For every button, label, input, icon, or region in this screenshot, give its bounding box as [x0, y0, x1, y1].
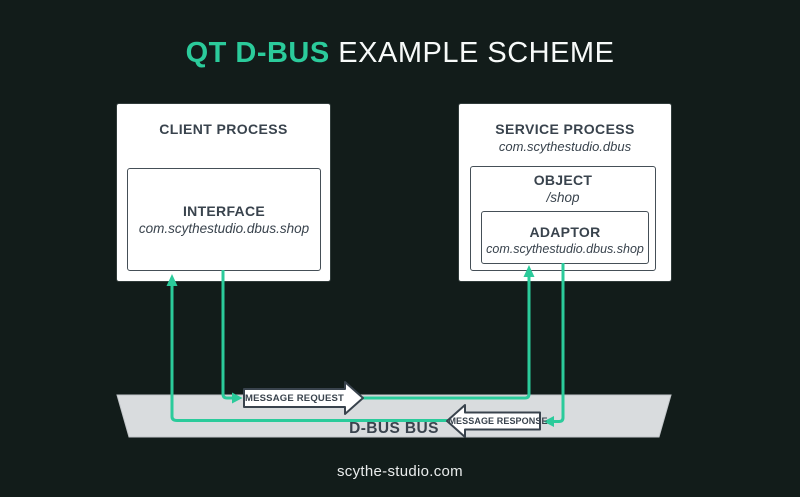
- request-arrowhead-into-adaptor: [523, 265, 535, 277]
- message-response-arrow: [446, 404, 541, 438]
- client-process-box: CLIENT PROCESS INTERFACE com.scythestudi…: [117, 104, 330, 281]
- service-process-label: SERVICE PROCESS: [495, 121, 635, 137]
- message-request-label: MESSAGE REQUEST: [244, 392, 345, 404]
- interface-box: INTERFACE com.scythestudio.dbus.shop: [127, 168, 321, 271]
- service-process-box: SERVICE PROCESS com.scythestudio.dbus OB…: [459, 104, 671, 281]
- client-process-label: CLIENT PROCESS: [159, 121, 288, 137]
- object-box: OBJECT /shop ADAPTOR com.scythestudio.db…: [470, 166, 656, 271]
- connector-response-to-client: [170, 285, 452, 422]
- object-label: OBJECT: [533, 172, 593, 188]
- adaptor-box: ADAPTOR com.scythestudio.dbus.shop: [481, 211, 649, 264]
- service-process-value: com.scythestudio.dbus: [498, 139, 632, 154]
- message-request-arrow: [243, 381, 364, 415]
- response-arrowhead-into-interface: [166, 274, 178, 286]
- adaptor-value: com.scythestudio.dbus.shop: [486, 242, 644, 256]
- adaptor-label: ADAPTOR: [529, 224, 601, 240]
- request-arrowhead-into-label: [232, 392, 243, 404]
- dbus-bus-label: D-BUS BUS: [349, 420, 439, 437]
- title-highlight: QT D-BUS: [185, 37, 330, 69]
- page-title: QT D-BUS EXAMPLE SCHEME: [0, 38, 800, 69]
- connector-request-from-client: [221, 270, 232, 400]
- title-rest: EXAMPLE SCHEME: [329, 37, 615, 69]
- response-arrowhead-into-label: [543, 416, 554, 427]
- connector-request-to-adaptor: [356, 276, 531, 400]
- message-response-label: MESSAGE RESPONSE: [448, 416, 548, 426]
- interface-label: INTERFACE: [182, 203, 266, 219]
- footer-url: scythe-studio.com: [337, 463, 463, 480]
- object-value: /shop: [546, 190, 580, 205]
- interface-value: com.scythestudio.dbus.shop: [138, 221, 310, 236]
- connector-response-from-adaptor: [554, 263, 565, 423]
